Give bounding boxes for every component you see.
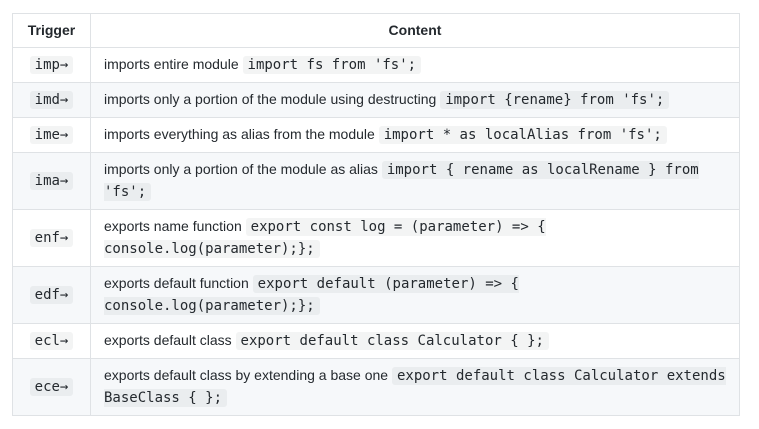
trigger-cell: imd→ xyxy=(12,82,91,118)
column-header-content: Content xyxy=(90,13,740,48)
trigger-code: edf→ xyxy=(29,286,74,304)
content-cell: imports entire module import fs from 'fs… xyxy=(90,47,740,83)
header-row: Trigger Content xyxy=(12,13,740,48)
trigger-cell: ime→ xyxy=(12,117,91,153)
content-cell: imports everything as alias from the mod… xyxy=(90,117,740,153)
trigger-code: ime→ xyxy=(29,126,74,144)
snippet-description: imports everything as alias from the mod… xyxy=(104,126,375,142)
column-header-trigger: Trigger xyxy=(12,13,91,48)
snippet-code: import {rename} from 'fs'; xyxy=(440,91,670,109)
snippet-description: exports default class by extending a bas… xyxy=(104,367,389,383)
trigger-cell: ecl→ xyxy=(12,323,91,359)
table-row: ima→ imports only a portion of the modul… xyxy=(12,152,740,210)
content-cell: exports name function export const log =… xyxy=(90,209,740,267)
table-row: edf→ exports default function export def… xyxy=(12,266,740,324)
trigger-cell: enf→ xyxy=(12,209,91,267)
trigger-cell: imp→ xyxy=(12,47,91,83)
table-row: ece→ exports default class by extending … xyxy=(12,358,740,416)
snippet-code: import fs from 'fs'; xyxy=(242,56,422,74)
content-cell: exports default class by extending a bas… xyxy=(90,358,740,416)
snippet-description: exports name function xyxy=(104,218,242,234)
snippet-description: exports default function xyxy=(104,275,249,291)
table-row: ecl→ exports default class export defaul… xyxy=(12,323,740,359)
table-row: ime→ imports everything as alias from th… xyxy=(12,117,740,153)
snippet-description: imports only a portion of the module usi… xyxy=(104,91,437,107)
snippet-description: exports default class xyxy=(104,332,232,348)
trigger-code: enf→ xyxy=(29,229,74,247)
trigger-cell: ima→ xyxy=(12,152,91,210)
trigger-code: imd→ xyxy=(29,91,74,109)
content-cell: exports default class export default cla… xyxy=(90,323,740,359)
trigger-code: ece→ xyxy=(29,378,74,396)
table-row: imp→ imports entire module import fs fro… xyxy=(12,47,740,83)
content-cell: imports only a portion of the module as … xyxy=(90,152,740,210)
content-cell: imports only a portion of the module usi… xyxy=(90,82,740,118)
snippet-code: export default class Calculator { }; xyxy=(235,332,549,350)
table-row: enf→ exports name function export const … xyxy=(12,209,740,267)
snippet-description: imports only a portion of the module as … xyxy=(104,161,378,177)
trigger-cell: edf→ xyxy=(12,266,91,324)
snippets-table: Trigger Content imp→ imports entire modu… xyxy=(12,13,740,416)
snippet-description: imports entire module xyxy=(104,56,239,72)
trigger-code: ima→ xyxy=(29,172,74,190)
snippet-code: import * as localAlias from 'fs'; xyxy=(378,126,667,144)
trigger-code: ecl→ xyxy=(29,332,74,350)
table-row: imd→ imports only a portion of the modul… xyxy=(12,82,740,118)
trigger-code: imp→ xyxy=(29,56,74,74)
trigger-cell: ece→ xyxy=(12,358,91,416)
content-cell: exports default function export default … xyxy=(90,266,740,324)
